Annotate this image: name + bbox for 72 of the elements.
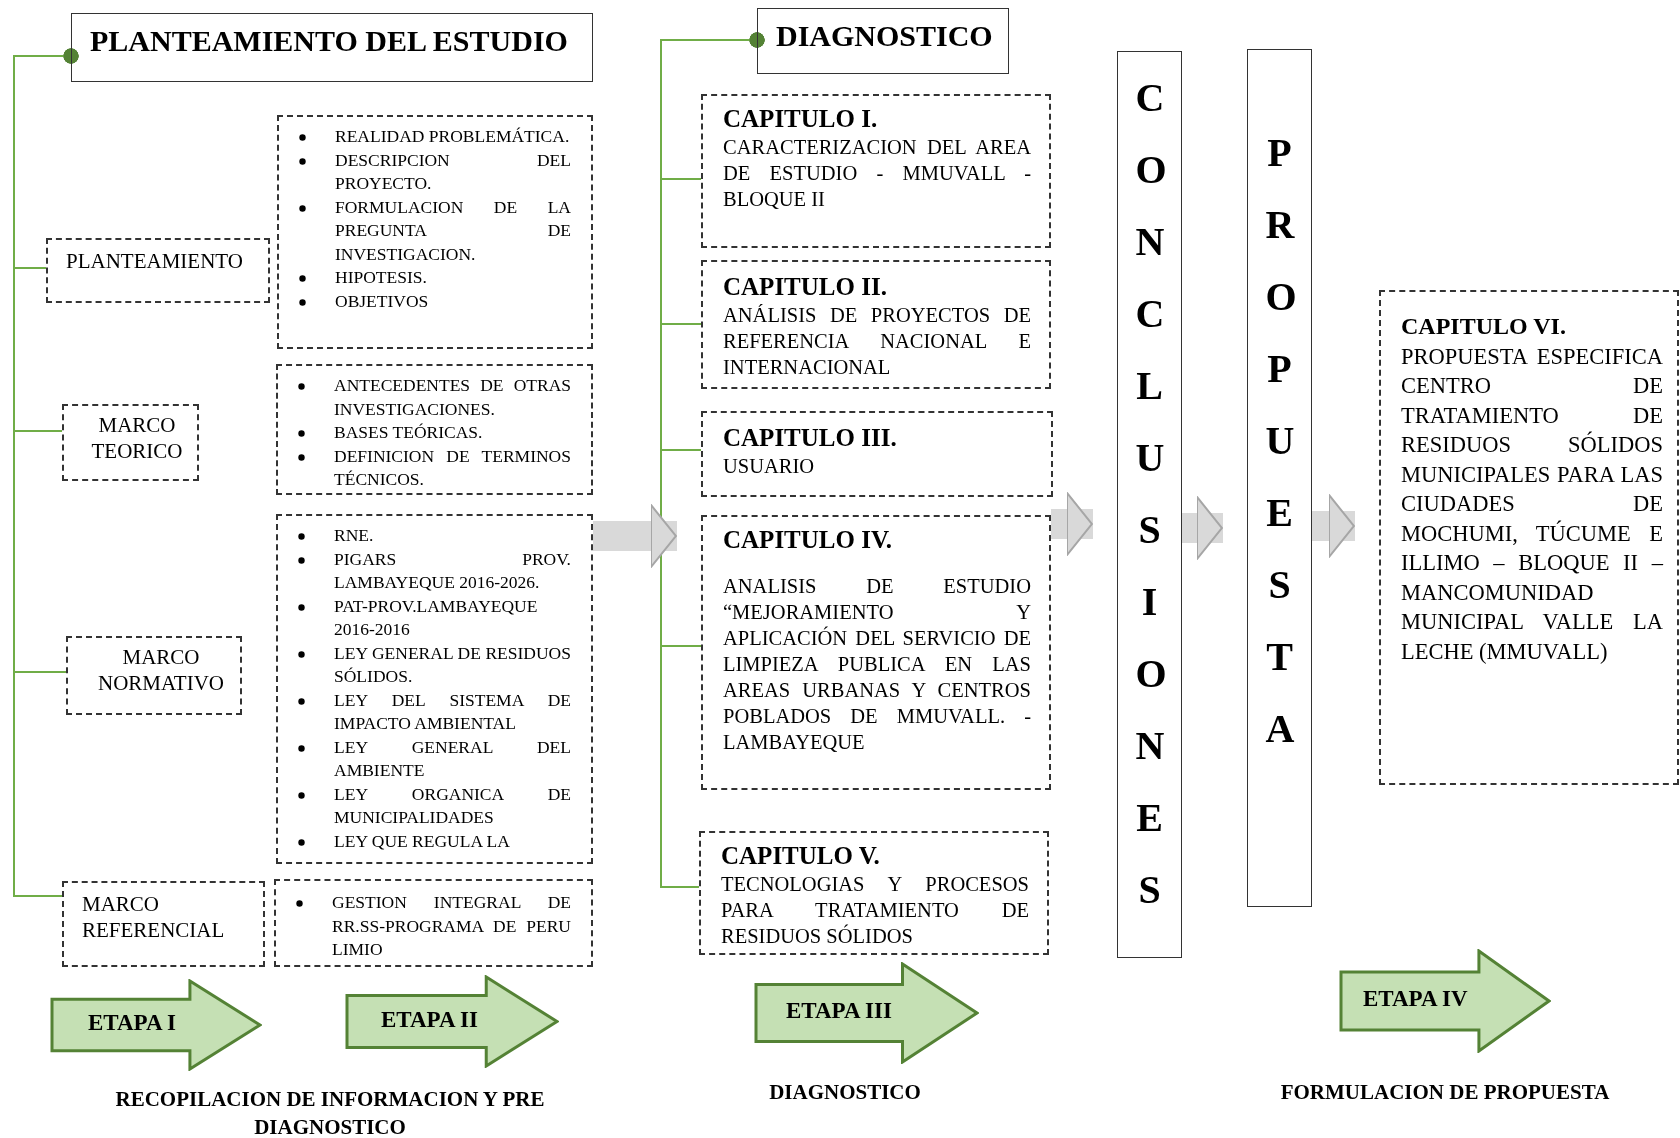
block-arrow (593, 504, 677, 568)
list-item: DEFINICION DE TERMINOS TÉCNICOS. (334, 444, 571, 491)
list-item: GESTION INTEGRAL DE RR.SS-PROGRAMA DE PERU LIMIO (332, 891, 571, 961)
chapter-heading: CAPITULO I. (723, 104, 879, 134)
list-item: DESCRIPCION DEL PROYECTO. (335, 148, 571, 195)
list-item: LEY GENERAL DE RESIDUOS SÓLIDOS. (334, 641, 571, 688)
chapter-heading: CAPITULO VI. (1401, 312, 1567, 341)
chapter-box (701, 515, 1051, 790)
list-item: LEY ORGANICA DE MUNICIPALIDADES (334, 782, 571, 829)
list-item: REALIDAD PROBLEMÁTICA. (335, 125, 571, 148)
bullet-list-box (274, 879, 593, 967)
vertical-text: CONCLUSIONES (1135, 74, 1164, 914)
stage-arrow (754, 962, 979, 1064)
chapter-description: TECNOLOGIAS Y PROCESOS PARA TRATAMIENTO DE RESIDUOS SÓLIDOS (721, 872, 1029, 949)
bullet-list-box (277, 115, 593, 349)
block-arrow (1312, 494, 1355, 558)
list-item: RNE. (334, 524, 375, 547)
chapter-description: USUARIO (723, 454, 816, 479)
list-item: HIPOTESIS. (335, 266, 428, 289)
stage-arrow (50, 979, 262, 1071)
chapter-box (699, 831, 1049, 955)
chapter-heading: CAPITULO V. (721, 841, 881, 871)
title-box (757, 8, 1009, 74)
title-box (71, 13, 593, 82)
list-item: BASES TEÓRICAS. (334, 421, 484, 444)
chapter-box (1379, 290, 1679, 785)
connector-line (660, 32, 765, 888)
section-box (46, 238, 270, 303)
section-label: MARCO NORMATIVO (97, 644, 225, 696)
section-label: MARCO REFERENCIAL (82, 891, 226, 943)
section-label: PLANTEAMIENTO (66, 248, 244, 274)
list-item: LEY QUE REGULA LA (334, 829, 511, 853)
section-box (62, 881, 265, 967)
connector-line (13, 48, 79, 897)
chapter-description: ANALISIS DE ESTUDIO “MEJORAMIENTO Y APLICACIÓN DEL SERVICIO DE LIMPIEZA PUBLICA EN LAS AREAS URBANAS Y CENTROS POBLADOS DE MMUVALL. - LAMBAYEQUE (723, 574, 1031, 755)
section-label: MARCO TEORICO (90, 412, 184, 464)
bullet-list-box (276, 364, 593, 495)
list-item: PAT-PROV.LAMBAYEQUE 2016-2016 (334, 594, 539, 641)
chapter-heading: CAPITULO IV. (723, 525, 894, 555)
stage-caption: RECOPILACION DE INFORMACION Y PRE DIAGNOSTICO (114, 1086, 546, 1138)
heading-text: PLANTEAMIENTO DEL ESTUDIO (90, 24, 568, 58)
list-item: PIGARS PROV. LAMBAYEQUE 2016-2026. (334, 547, 571, 594)
vertical-box (1247, 49, 1312, 907)
section-box (66, 636, 242, 715)
stage-arrow (1339, 949, 1551, 1053)
block-arrow (1182, 496, 1223, 560)
chapter-description: PROPUESTA ESPECIFICA CENTRO DE TRATAMIENTO DE RESIDUOS SÓLIDOS MUNICIPALES PARA LAS CIUDADES DE MOCHUMI, TÚCUME E ILLIMO – BLOQUE II – MANCOMUNIDAD MUNICIPAL VALLE LA LECHE (MMUVALL) (1401, 342, 1663, 666)
list-item: ANTECEDENTES DE OTRAS INVESTIGACIONES. (334, 374, 571, 421)
chapter-box (701, 260, 1051, 389)
stage-label: ETAPA IV (1363, 986, 1468, 1012)
list-item: OBJETIVOS (335, 289, 430, 313)
chapter-description: ANÁLISIS DE PROYECTOS DE REFERENCIA NACIONAL E INTERNACIONAL (723, 303, 1031, 380)
stage-label: ETAPA II (381, 1006, 478, 1033)
chapter-box (701, 94, 1051, 248)
block-arrow (1051, 492, 1093, 556)
vertical-box (1117, 51, 1182, 958)
chapter-description: CARACTERIZACION DEL AREA DE ESTUDIO - MMUVALL - BLOQUE II (723, 135, 1031, 212)
bullet-list-box (276, 514, 593, 864)
list-item: FORMULACION DE LA PREGUNTA DE INVESTIGACION. (335, 195, 571, 266)
chapter-box (701, 411, 1053, 497)
stage-label: ETAPA III (786, 998, 892, 1024)
heading-text: DIAGNOSTICO (776, 19, 993, 53)
stage-arrow (345, 975, 559, 1068)
stage-caption: DIAGNOSTICO (768, 1079, 922, 1106)
vertical-text: PROPUESTA (1265, 129, 1294, 753)
section-box (62, 404, 199, 481)
chapter-heading: CAPITULO II. (723, 272, 888, 302)
chapter-heading: CAPITULO III. (723, 423, 898, 453)
list-item: LEY GENERAL DEL AMBIENTE (334, 735, 571, 782)
list-item: LEY DEL SISTEMA DE IMPACTO AMBIENTAL (334, 688, 571, 735)
stage-label: ETAPA I (88, 1010, 176, 1036)
stage-caption: FORMULACION DE PROPUESTA (1279, 1079, 1611, 1106)
